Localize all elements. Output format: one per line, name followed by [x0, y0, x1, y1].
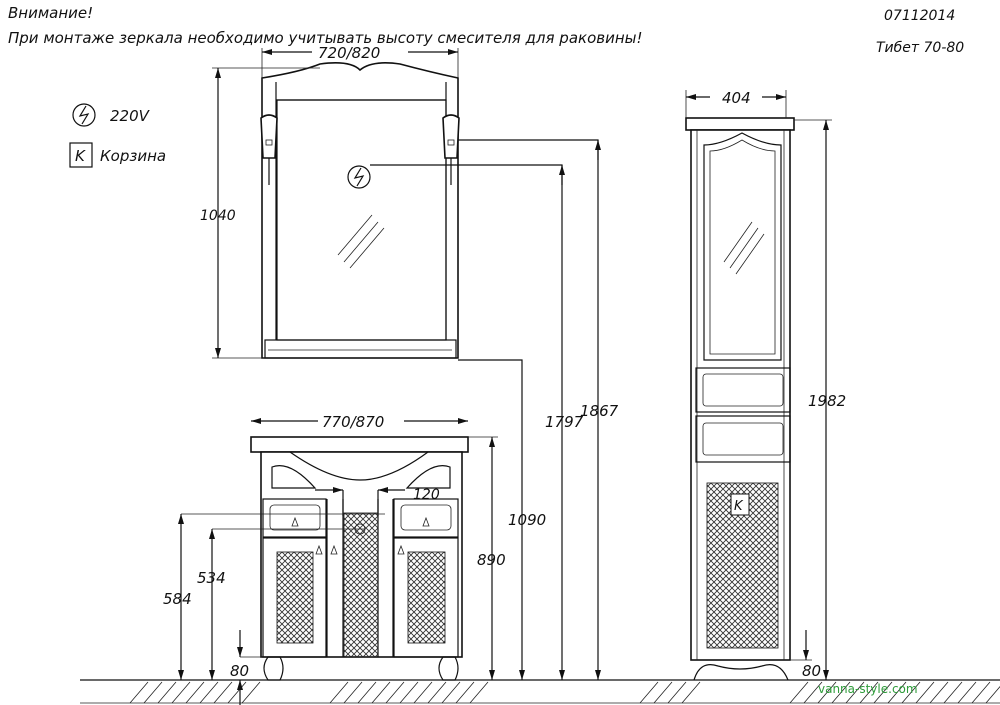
lamp-left-icon [260, 114, 278, 185]
vanity-leg-height-label: 80 [230, 662, 249, 680]
cabinet-basket-symbol: K [734, 499, 744, 514]
warning-text: При монтаже зеркала необходимо учитывать… [8, 29, 643, 47]
cabinet-height-label: 1982 [808, 392, 846, 410]
watermark: vanna-style.com [818, 682, 918, 696]
legend-basket-symbol: K [75, 147, 86, 165]
vanity-height-label: 890 [477, 551, 506, 569]
decor-left [271, 465, 317, 489]
socket-power-icon [347, 165, 371, 189]
cabinet-basket-icon [730, 493, 750, 516]
mirror-height-label: 1040 [200, 208, 236, 224]
glass-reflection-icon [337, 214, 385, 269]
power-icon [72, 103, 96, 127]
decor-right [405, 465, 451, 489]
warning-title: Внимание! [8, 4, 93, 22]
vanity-width-label: 770/870 [322, 413, 384, 431]
tall-cabinet: K [685, 117, 795, 681]
lamp-right-icon [442, 114, 460, 185]
vanity-unit [250, 436, 469, 681]
height-1090-label: 1090 [508, 511, 546, 529]
basket-icon [69, 142, 93, 168]
height-1797-label: 1797 [545, 413, 584, 431]
mirror [260, 62, 460, 359]
height-584-label: 584 [163, 590, 192, 608]
model-name: Тибет 70-80 [876, 40, 964, 56]
height-534-label: 534 [197, 569, 226, 587]
legend-power-label: 220V [110, 107, 151, 125]
basket-mesh-center [343, 512, 379, 658]
cabinet-leg-height-label: 80 [802, 662, 821, 680]
cabinet-width-label: 404 [722, 89, 751, 107]
drain-offset-label: 120 [413, 487, 440, 503]
mirror-width-label: 720/820 [318, 44, 380, 62]
legend-basket-label: Корзина [100, 147, 166, 165]
doc-code: 07112014 [884, 8, 955, 24]
floor-line [80, 679, 1000, 704]
height-1867-label: 1867 [580, 402, 619, 420]
